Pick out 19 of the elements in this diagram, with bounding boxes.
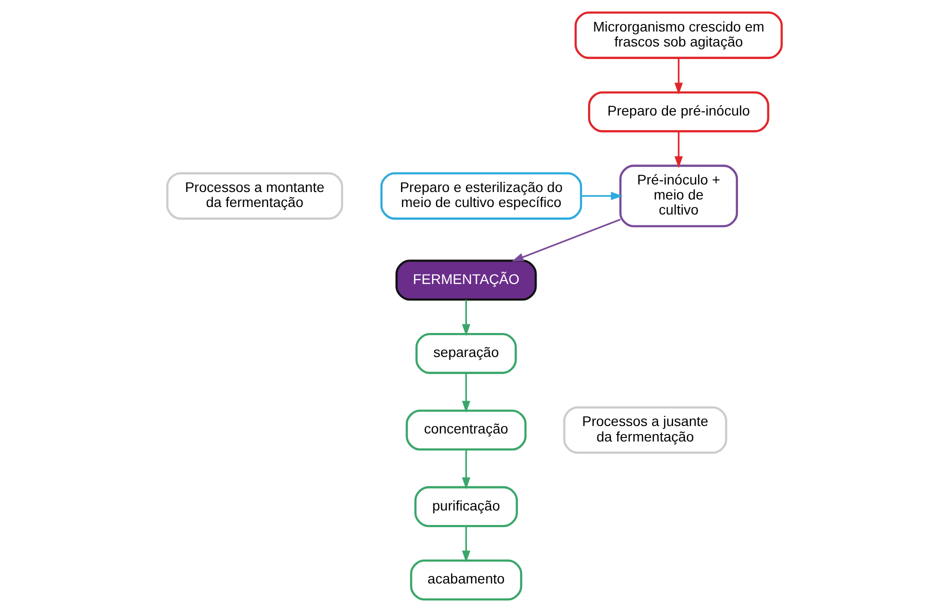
arrow [674,58,682,95]
arrow [461,300,470,336]
node-box: acabamento [410,560,522,600]
node-box: purificação [414,486,518,528]
node-box: Processos a montante da fermentação [166,172,343,220]
arrow [511,218,620,262]
node-box: Pré-inóculo + meio de cultivo [618,164,738,228]
node-box: Preparo de pré-inóculo [588,91,769,132]
arrow [461,526,470,563]
arrow [580,192,622,200]
node-box: separação [414,332,516,374]
node-box: concentração [405,410,526,451]
arrow [461,450,470,490]
node-box: Processos a jusante da fermentação [562,406,727,454]
arrow [461,372,470,413]
node-box: Preparo e esterilização do meio de cultivo específico [380,172,582,220]
node-box: Microrganismo crescido em frascos sob agitação [574,12,782,59]
arrow [674,132,682,168]
node-box: FERMENTAÇÃO [394,260,536,301]
